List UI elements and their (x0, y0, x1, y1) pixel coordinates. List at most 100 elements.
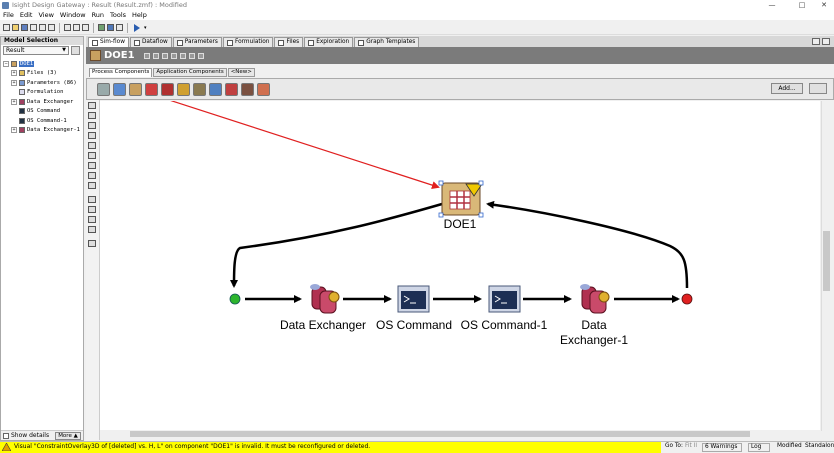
copy-icon[interactable] (73, 24, 80, 31)
zoom-in-icon[interactable] (88, 132, 96, 139)
menu-view[interactable]: View (38, 11, 54, 19)
chevron-down-icon[interactable] (170, 52, 177, 59)
doe-component-icon[interactable] (129, 82, 142, 96)
tab-dataflow[interactable]: Dataflow (129, 37, 172, 47)
six-sigma-component-icon[interactable] (241, 82, 254, 96)
restore-view-icon[interactable] (812, 38, 820, 45)
tree-item-os-command[interactable]: OS Command (3, 107, 83, 117)
end-node[interactable] (681, 293, 693, 305)
data-exchanger-node-icon[interactable] (310, 284, 340, 314)
doe1-node-icon[interactable] (438, 180, 484, 218)
target-component-icon[interactable] (145, 82, 158, 96)
expand-icon[interactable]: + (11, 127, 17, 134)
zoom-icon[interactable] (88, 152, 96, 159)
run-icon[interactable] (134, 23, 140, 32)
sequence-component-icon[interactable] (113, 82, 126, 96)
close-component-icon[interactable] (88, 172, 96, 179)
menu-window[interactable]: Window (59, 11, 86, 19)
fit-icon[interactable] (88, 142, 96, 149)
grid-icon[interactable] (152, 52, 159, 59)
forward-icon[interactable] (179, 52, 186, 59)
scrollbar-thumb[interactable] (130, 431, 750, 437)
show-details-checkbox[interactable] (3, 432, 9, 439)
vertical-scrollbar[interactable] (821, 101, 831, 431)
horizontal-scrollbar[interactable] (100, 430, 820, 439)
tab-sim-flow[interactable]: Sim-flow (88, 37, 129, 47)
loop-component-icon[interactable] (97, 82, 110, 96)
new-icon[interactable] (3, 24, 10, 31)
tab-graph-templates[interactable]: Graph Templates (354, 37, 420, 47)
maximize-view-icon[interactable] (822, 38, 830, 45)
copy-icon[interactable] (88, 206, 96, 213)
tree-item-parameters[interactable]: +Parameters (86) (3, 78, 83, 88)
monte-carlo-component-icon[interactable] (177, 82, 190, 96)
os-command-node-label[interactable]: OS Command (375, 318, 453, 332)
tab-parameters[interactable]: Parameters (172, 37, 222, 47)
expand-icon[interactable]: + (11, 70, 17, 77)
collapse-icon[interactable]: − (3, 60, 9, 67)
library-icon[interactable] (98, 24, 105, 31)
export-icon[interactable] (39, 24, 46, 31)
workflow-canvas[interactable]: DOE1 Data Exchanger OS Command OS Comman… (100, 101, 820, 430)
chevron-down-icon[interactable]: ▾ (144, 24, 147, 31)
layout-icon[interactable] (88, 216, 96, 223)
more-button[interactable]: More ▲ (55, 432, 81, 440)
add-component-button[interactable]: Add... (771, 83, 803, 94)
start-node[interactable] (229, 293, 241, 305)
palette-settings-button[interactable] (809, 83, 827, 94)
hand-icon[interactable] (88, 112, 96, 119)
refresh-icon[interactable] (88, 182, 96, 189)
gateway-icon[interactable] (107, 24, 114, 31)
pareto-component-icon[interactable] (209, 82, 222, 96)
frame-icon[interactable] (88, 226, 96, 233)
fit-button[interactable]: Fit II (685, 443, 698, 449)
tab-exploration[interactable]: Exploration (304, 37, 354, 47)
menu-tools[interactable]: Tools (110, 11, 127, 19)
settings-icon[interactable] (116, 24, 123, 31)
optimization-component-icon[interactable] (161, 82, 174, 96)
tree-item-data-exchanger-1[interactable]: +Data Exchanger-1 (3, 126, 83, 136)
options-icon[interactable] (197, 52, 204, 59)
maximize-button[interactable]: □ (798, 1, 806, 9)
os-command-1-node-label[interactable]: OS Command-1 (460, 318, 548, 332)
save-image-icon[interactable] (88, 240, 96, 247)
menu-run[interactable]: Run (91, 11, 105, 19)
os-command-1-node-icon[interactable] (488, 285, 521, 313)
menu-file[interactable]: File (3, 11, 14, 19)
approximation-component-icon[interactable] (257, 82, 270, 96)
taguchi-component-icon[interactable] (193, 82, 206, 96)
warnings-button[interactable]: 6 Warnings (702, 443, 742, 452)
tab-application-components[interactable]: Application Components (153, 68, 227, 77)
close-button[interactable]: ✕ (821, 1, 827, 9)
save-icon[interactable] (21, 24, 28, 31)
tab-files[interactable]: Files (274, 37, 304, 47)
cut-icon[interactable] (64, 24, 71, 31)
select-icon[interactable] (88, 102, 96, 109)
model-options-button[interactable] (71, 46, 80, 55)
menu-help[interactable]: Help (132, 11, 147, 19)
expand-icon[interactable]: + (11, 98, 17, 105)
reliability-component-icon[interactable] (225, 82, 238, 96)
os-command-node-icon[interactable] (397, 285, 430, 313)
minimize-button[interactable]: — (768, 1, 776, 9)
tree-item-files[interactable]: +Files (3) (3, 69, 83, 79)
paste-icon[interactable] (82, 24, 89, 31)
back-icon[interactable] (161, 52, 168, 59)
data-exchanger-1-node-label[interactable]: Data Exchanger-1 (554, 318, 634, 347)
arrow-right-icon[interactable] (88, 122, 96, 129)
note-icon[interactable] (88, 196, 96, 203)
open-icon[interactable] (12, 24, 19, 31)
tree-item-formulation[interactable]: Formulation (3, 88, 83, 98)
tab-formulation[interactable]: Formulation (222, 37, 274, 47)
menu-edit[interactable]: Edit (19, 11, 33, 19)
zoom-out-icon[interactable] (88, 162, 96, 169)
scrollbar-thumb[interactable] (823, 231, 830, 291)
print-icon[interactable] (48, 24, 55, 31)
data-exchanger-node-label[interactable]: Data Exchanger (279, 318, 367, 332)
log-button[interactable]: Log (748, 443, 770, 452)
tab-new[interactable]: <New> (227, 68, 255, 77)
tree-item-data-exchanger[interactable]: +Data Exchanger (3, 97, 83, 107)
save-as-icon[interactable] (30, 24, 37, 31)
model-selector[interactable]: Result ▼ (3, 46, 69, 55)
tree-item-os-command-1[interactable]: OS Command-1 (3, 116, 83, 126)
